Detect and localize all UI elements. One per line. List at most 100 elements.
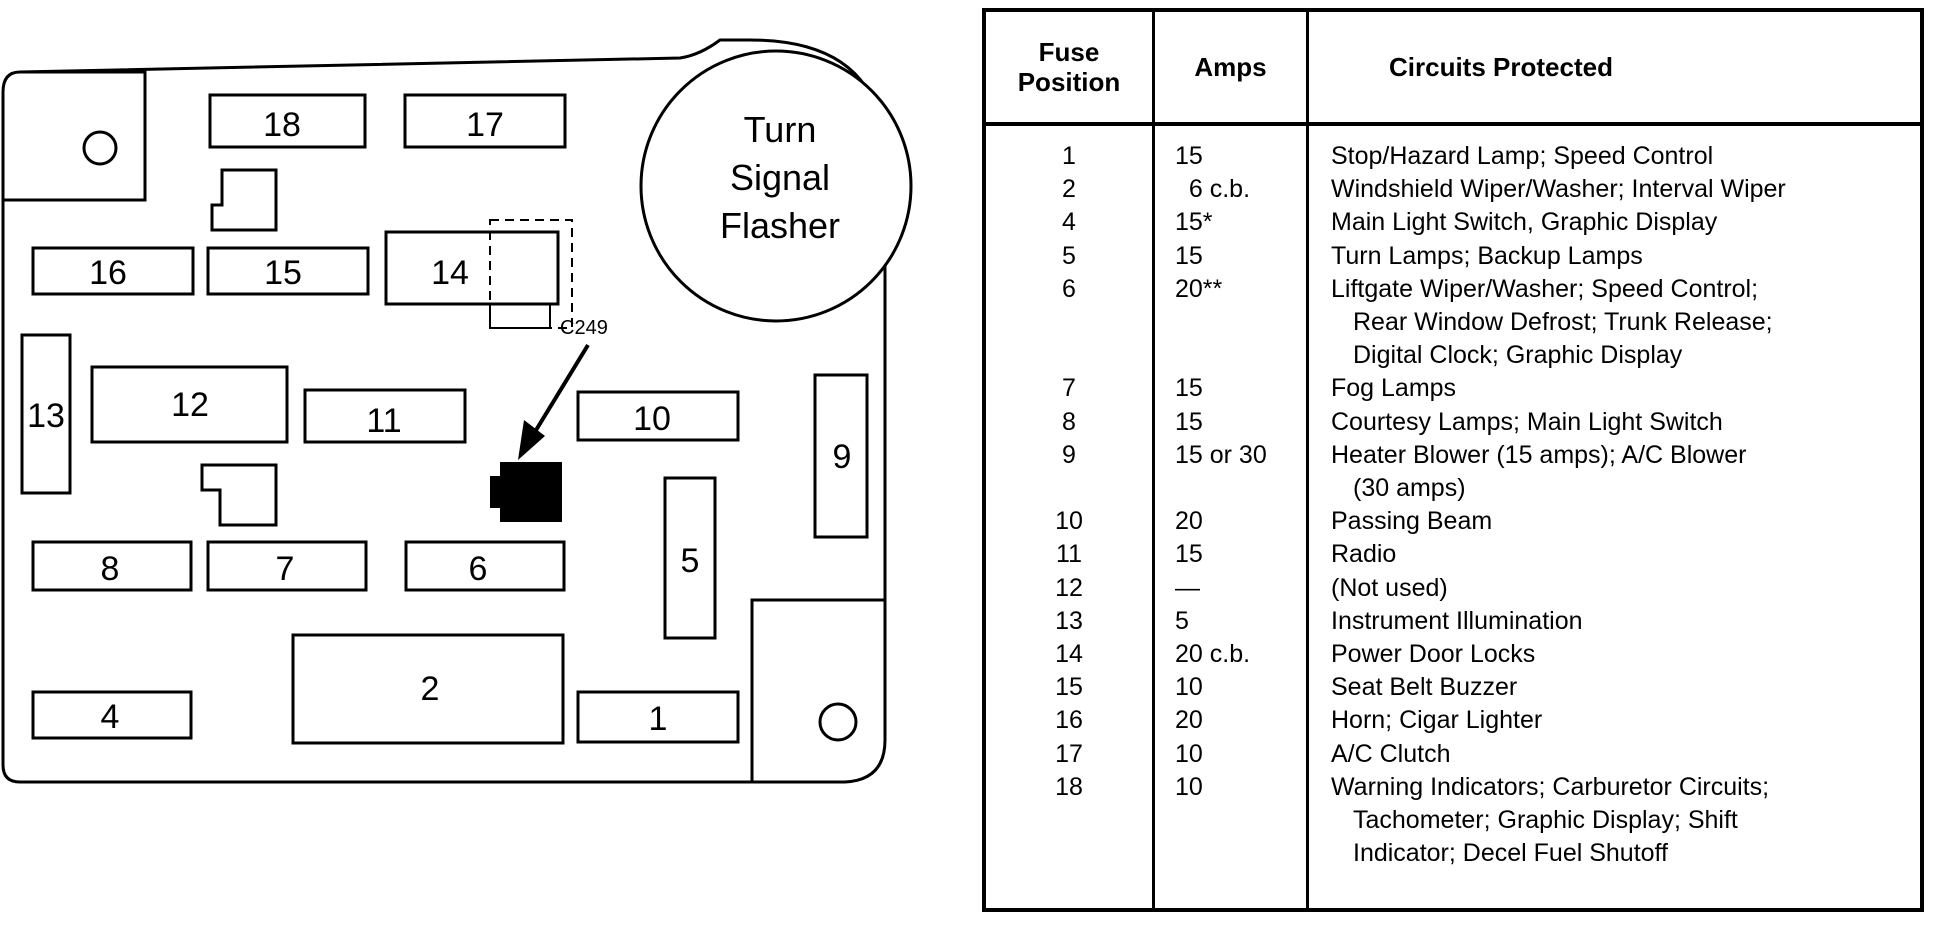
- fuse-position-cell: 9: [1062, 440, 1076, 469]
- circuits-cell: Radio: [1306, 538, 1920, 571]
- fuse-8: [31, 540, 193, 592]
- amps-cell: 15: [1175, 407, 1203, 436]
- table-row: 11 15 Radio: [986, 538, 1920, 571]
- mounting-hole-top-left: [82, 130, 118, 166]
- circuit-line: Heater Blower (15 amps); A/C Blower: [1331, 440, 1747, 469]
- circuit-line: Power Door Locks: [1331, 640, 1536, 669]
- header-fuse-position-line-2: Position: [1017, 67, 1121, 97]
- connector-pointer-line: [528, 343, 590, 442]
- fuse-12-label: 12: [171, 386, 209, 424]
- fuse-16: [31, 246, 195, 296]
- circuits-cell: Turn Lamps; Backup Lamps: [1306, 240, 1920, 273]
- amps-cell: 20 c.b.: [1175, 640, 1251, 669]
- circuit-line: Courtesy Lamps; Main Light Switch: [1331, 407, 1723, 436]
- fuse-position-cell: 1: [1062, 142, 1076, 170]
- relay-socket-lower: [200, 463, 278, 527]
- flasher-label-line-1: Turn: [744, 109, 817, 150]
- connector-c249: [490, 462, 562, 522]
- fuse-8-label: 8: [101, 550, 120, 588]
- header-divider: [986, 122, 1920, 126]
- fuse-11-label: 11: [366, 402, 401, 440]
- table-row: 4 15* Main Light Switch, Graphic Display: [986, 206, 1920, 239]
- fuse-2-label: 2: [421, 670, 440, 708]
- table-row: 9 15 or 30 Heater Blower (15 amps); A/C Bl…: [986, 439, 1920, 505]
- fuse-1: [576, 690, 740, 744]
- fuse-position-cell: 18: [1055, 772, 1083, 801]
- circuits-cell: Instrument Illumination: [1306, 605, 1920, 638]
- fuse-panel-outline: [1, 38, 887, 784]
- circuits-cell: Liftgate Wiper/Washer; Speed Control;Rea…: [1306, 273, 1920, 373]
- circuit-line: Instrument Illumination: [1331, 606, 1583, 635]
- fuse-position-cell: 5: [1062, 241, 1076, 270]
- circuit-line: Seat Belt Buzzer: [1331, 673, 1518, 702]
- fuse-5: [663, 476, 717, 640]
- fuse-position-cell: 16: [1055, 706, 1083, 735]
- fuse-10: [576, 390, 740, 442]
- fuse-14-tab: [489, 303, 551, 329]
- fuse-6-label: 6: [469, 550, 488, 588]
- amps-cell: 20: [1175, 507, 1203, 536]
- connector-pointer-arrowhead: [518, 420, 545, 460]
- amps-cell: —: [1175, 573, 1200, 602]
- column-divider-1: [1152, 12, 1155, 908]
- amps-cell: 15*: [1175, 208, 1213, 237]
- amps-cell: 15: [1175, 540, 1203, 569]
- amps-cell: 15: [1175, 374, 1203, 403]
- turn-signal-flasher: [639, 49, 913, 323]
- table-row: 12 — (Not used): [986, 572, 1920, 605]
- amps-cell: 10: [1175, 772, 1203, 801]
- circuits-cell: Warning Indicators; Carburetor Circuits;…: [1306, 771, 1920, 871]
- circuits-cell: Courtesy Lamps; Main Light Switch: [1306, 406, 1920, 439]
- header-fuse-position-line-1: Fuse: [1038, 37, 1100, 67]
- circuit-line: Windshield Wiper/Washer; Interval Wiper: [1331, 175, 1786, 204]
- mounting-block-top-left: [3, 70, 147, 202]
- circuit-line: Stop/Hazard Lamp; Speed Control: [1331, 142, 1714, 170]
- fuse-6: [404, 540, 566, 592]
- circuits-cell: Windshield Wiper/Washer; Interval Wiper: [1306, 173, 1920, 206]
- fuse-position-cell: 11: [1056, 540, 1082, 569]
- table-row: 14 20 c.b. Power Door Locks: [986, 638, 1920, 671]
- fuse-position-cell: 2: [1062, 175, 1076, 204]
- fuse-14-socket: [489, 219, 573, 329]
- amps-cell: 10: [1175, 673, 1203, 702]
- fuse-5-label: 5: [681, 542, 700, 580]
- fuse-18: [208, 93, 367, 149]
- circuit-line: Turn Lamps; Backup Lamps: [1331, 241, 1643, 270]
- fuse-12: [90, 365, 289, 444]
- fuse-18-label: 18: [263, 106, 301, 144]
- circuit-line: Horn; Cigar Lighter: [1331, 706, 1543, 735]
- fuse-7: [206, 540, 368, 592]
- fuse-17: [403, 93, 567, 149]
- circuit-line: Warning Indicators; Carburetor Circuits;: [1331, 772, 1770, 801]
- fuse-7-label: 7: [276, 550, 295, 588]
- circuits-cell: Horn; Cigar Lighter: [1306, 704, 1920, 737]
- circuit-line: A/C Clutch: [1331, 739, 1451, 768]
- fuse-11: [303, 388, 467, 444]
- fuse-2: [291, 633, 565, 745]
- circuits-cell: Seat Belt Buzzer: [1306, 671, 1920, 704]
- fuse-position-cell: 10: [1055, 507, 1083, 536]
- fuse-9-label: 9: [833, 438, 852, 476]
- fuse-position-cell: 12: [1055, 573, 1083, 602]
- circuit-line: (Not used): [1331, 573, 1448, 602]
- circuit-line: Radio: [1331, 540, 1397, 569]
- fuse-4-label: 4: [101, 698, 120, 736]
- fuse-position-cell: 4: [1062, 208, 1076, 237]
- circuit-line: Fog Lamps: [1331, 374, 1457, 403]
- fuse-position-cell: 14: [1055, 640, 1083, 669]
- circuit-line: Main Light Switch, Graphic Display: [1331, 208, 1718, 237]
- circuits-cell: (Not used): [1306, 572, 1920, 605]
- fuse-13: [20, 333, 72, 495]
- amps-cell: 20: [1175, 706, 1203, 735]
- circuit-line: Indicator; Decel Fuel Shutoff: [1353, 839, 1668, 868]
- circuit-line: Digital Clock; Graphic Display: [1353, 341, 1683, 370]
- amps-cell: 15 or 30: [1175, 440, 1267, 469]
- fuse-14-label: 14: [431, 254, 469, 292]
- circuit-line: (30 amps): [1353, 474, 1466, 503]
